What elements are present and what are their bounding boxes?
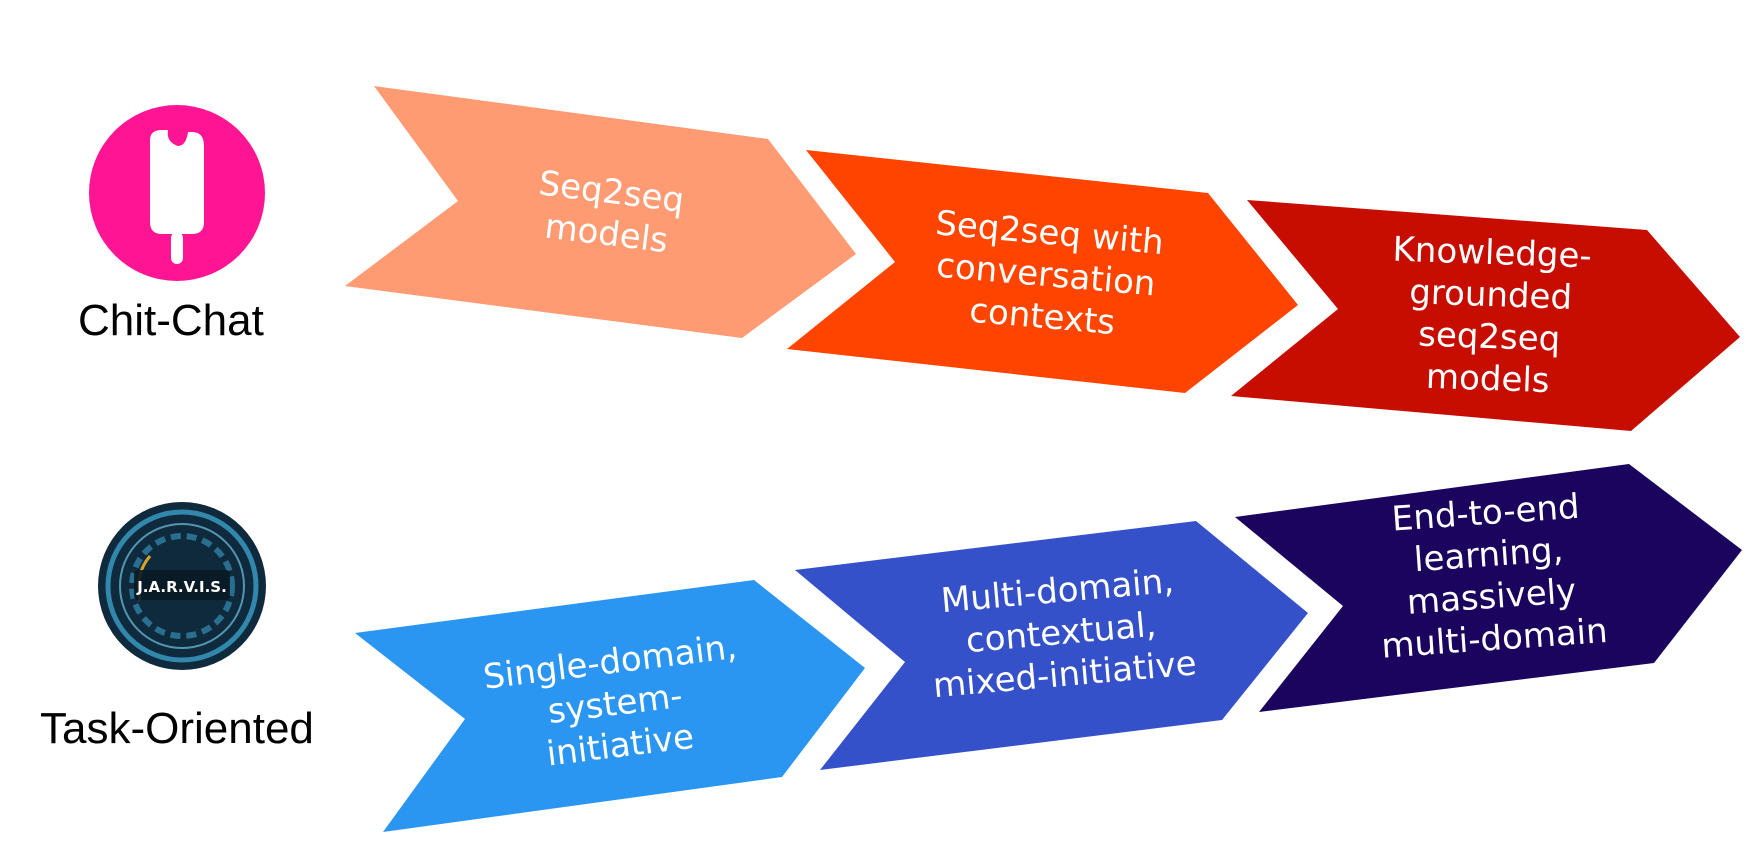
stage-label: Knowledge-groundedseq2seqmodels bbox=[1388, 230, 1593, 403]
row-label-chit-chat: Chit-Chat bbox=[78, 296, 264, 345]
jarvis-badge-text: J.A.R.V.I.S. bbox=[136, 578, 227, 596]
stages-layer: Seq2seqmodels Seq2seq withconversationcon… bbox=[345, 86, 1742, 832]
stage-2-1: Single-domain,system-initiative bbox=[355, 580, 865, 832]
chevron-shape bbox=[1231, 200, 1740, 431]
chevron-shape bbox=[795, 521, 1308, 770]
stage-1-1: Seq2seqmodels bbox=[345, 86, 856, 338]
stage-2-2: Multi-domain,contextual,mixed-initiative bbox=[795, 521, 1308, 770]
popsicle-icon bbox=[89, 105, 265, 281]
stage-label: End-to-endlearning,massivelymulti-domain bbox=[1371, 485, 1609, 666]
stage-1-2: Seq2seq withconversationcontexts bbox=[787, 150, 1298, 393]
chevron-shape bbox=[345, 86, 856, 338]
chevron-shape bbox=[787, 150, 1298, 393]
jarvis-badge-icon: J.A.R.V.I.S. bbox=[98, 502, 266, 670]
stage-label-line: grounded bbox=[1409, 272, 1573, 318]
stage-label: Multi-domain,contextual,mixed-initiative bbox=[924, 560, 1198, 707]
stage-2-3: End-to-endlearning,massivelymulti-domain bbox=[1235, 464, 1742, 712]
chevron-shape bbox=[355, 580, 865, 832]
row-label-task-oriented: Task-Oriented bbox=[40, 704, 314, 753]
chevron-shape bbox=[1235, 464, 1742, 712]
stage-label-line: models bbox=[1425, 357, 1550, 401]
stage-label-line: seq2seq bbox=[1418, 315, 1561, 360]
stage-label-line: Knowledge- bbox=[1392, 230, 1592, 277]
stage-label: Seq2seqmodels bbox=[531, 163, 686, 262]
stage-1-3: Knowledge-groundedseq2seqmodels bbox=[1231, 200, 1740, 431]
